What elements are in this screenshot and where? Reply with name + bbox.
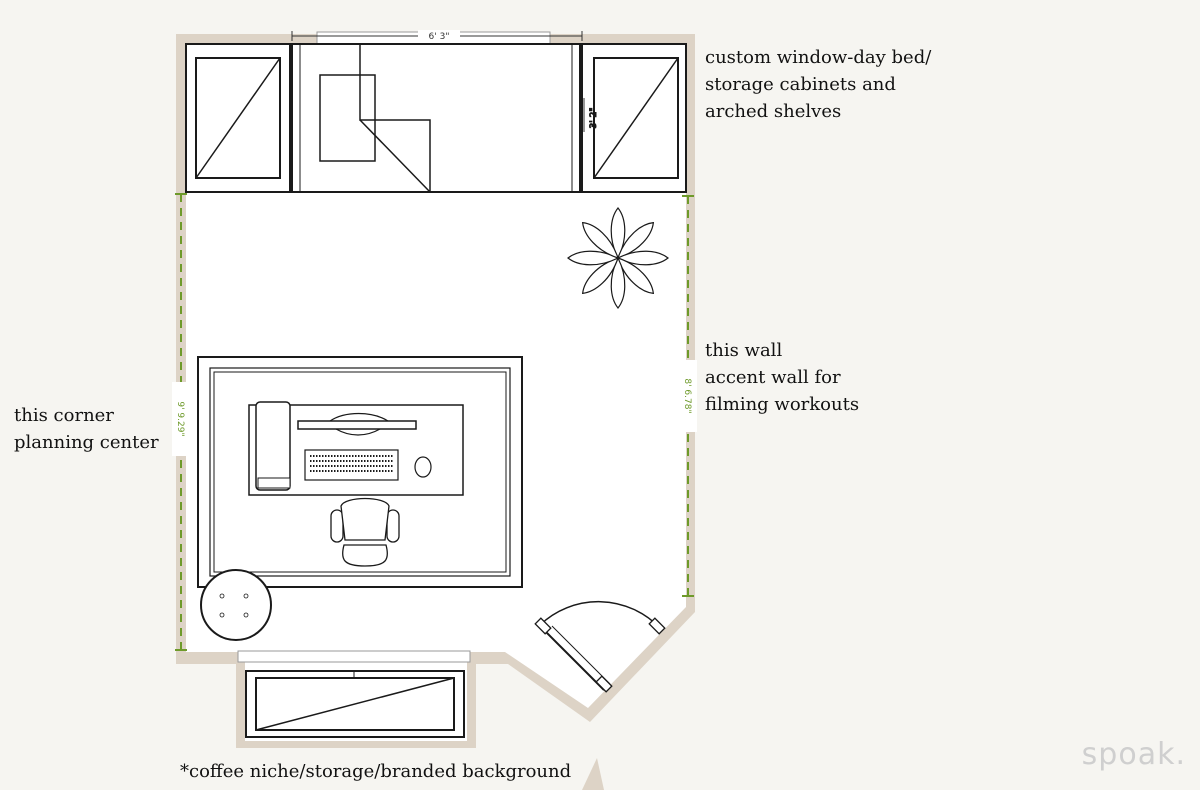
coffee-niche-cabinet — [237, 650, 471, 738]
office-chair — [330, 497, 400, 567]
keyboard — [304, 449, 399, 481]
left-storage-cabinet — [185, 43, 291, 193]
desk-tower — [255, 401, 291, 491]
right-wall-dimension-line: 8' 6.78" — [679, 195, 697, 597]
monitor — [297, 420, 417, 430]
right-storage-cabinet — [581, 43, 687, 193]
right-wall-dimension: 8' 6.78" — [682, 378, 692, 413]
side-table — [200, 569, 272, 641]
window-day-bed: 3' 2" — [291, 43, 600, 193]
accent-wall-note: this wall accent wall for filming workou… — [705, 340, 860, 415]
window-daybed-note: custom window-day bed/ storage cabinets … — [705, 47, 932, 122]
door-swing — [534, 600, 666, 693]
planning-corner-note: this corner planning center — [14, 405, 159, 453]
desk — [248, 401, 464, 496]
entry-arrow — [582, 758, 604, 790]
coffee-niche-note: *coffee niche/storage/branded background — [180, 761, 572, 782]
plant-icon — [567, 207, 669, 309]
left-wall-dimension: 9' 9.29" — [175, 401, 185, 436]
daybed-dimension: 3' 2" — [589, 108, 599, 129]
left-wall-dimension-line: 9' 9.29" — [172, 193, 190, 651]
spoak-logo: spoak. — [1081, 737, 1186, 772]
top-window: 6' 3" — [291, 30, 583, 45]
top-window-dimension: 6' 3" — [429, 32, 450, 42]
mouse — [414, 456, 432, 478]
